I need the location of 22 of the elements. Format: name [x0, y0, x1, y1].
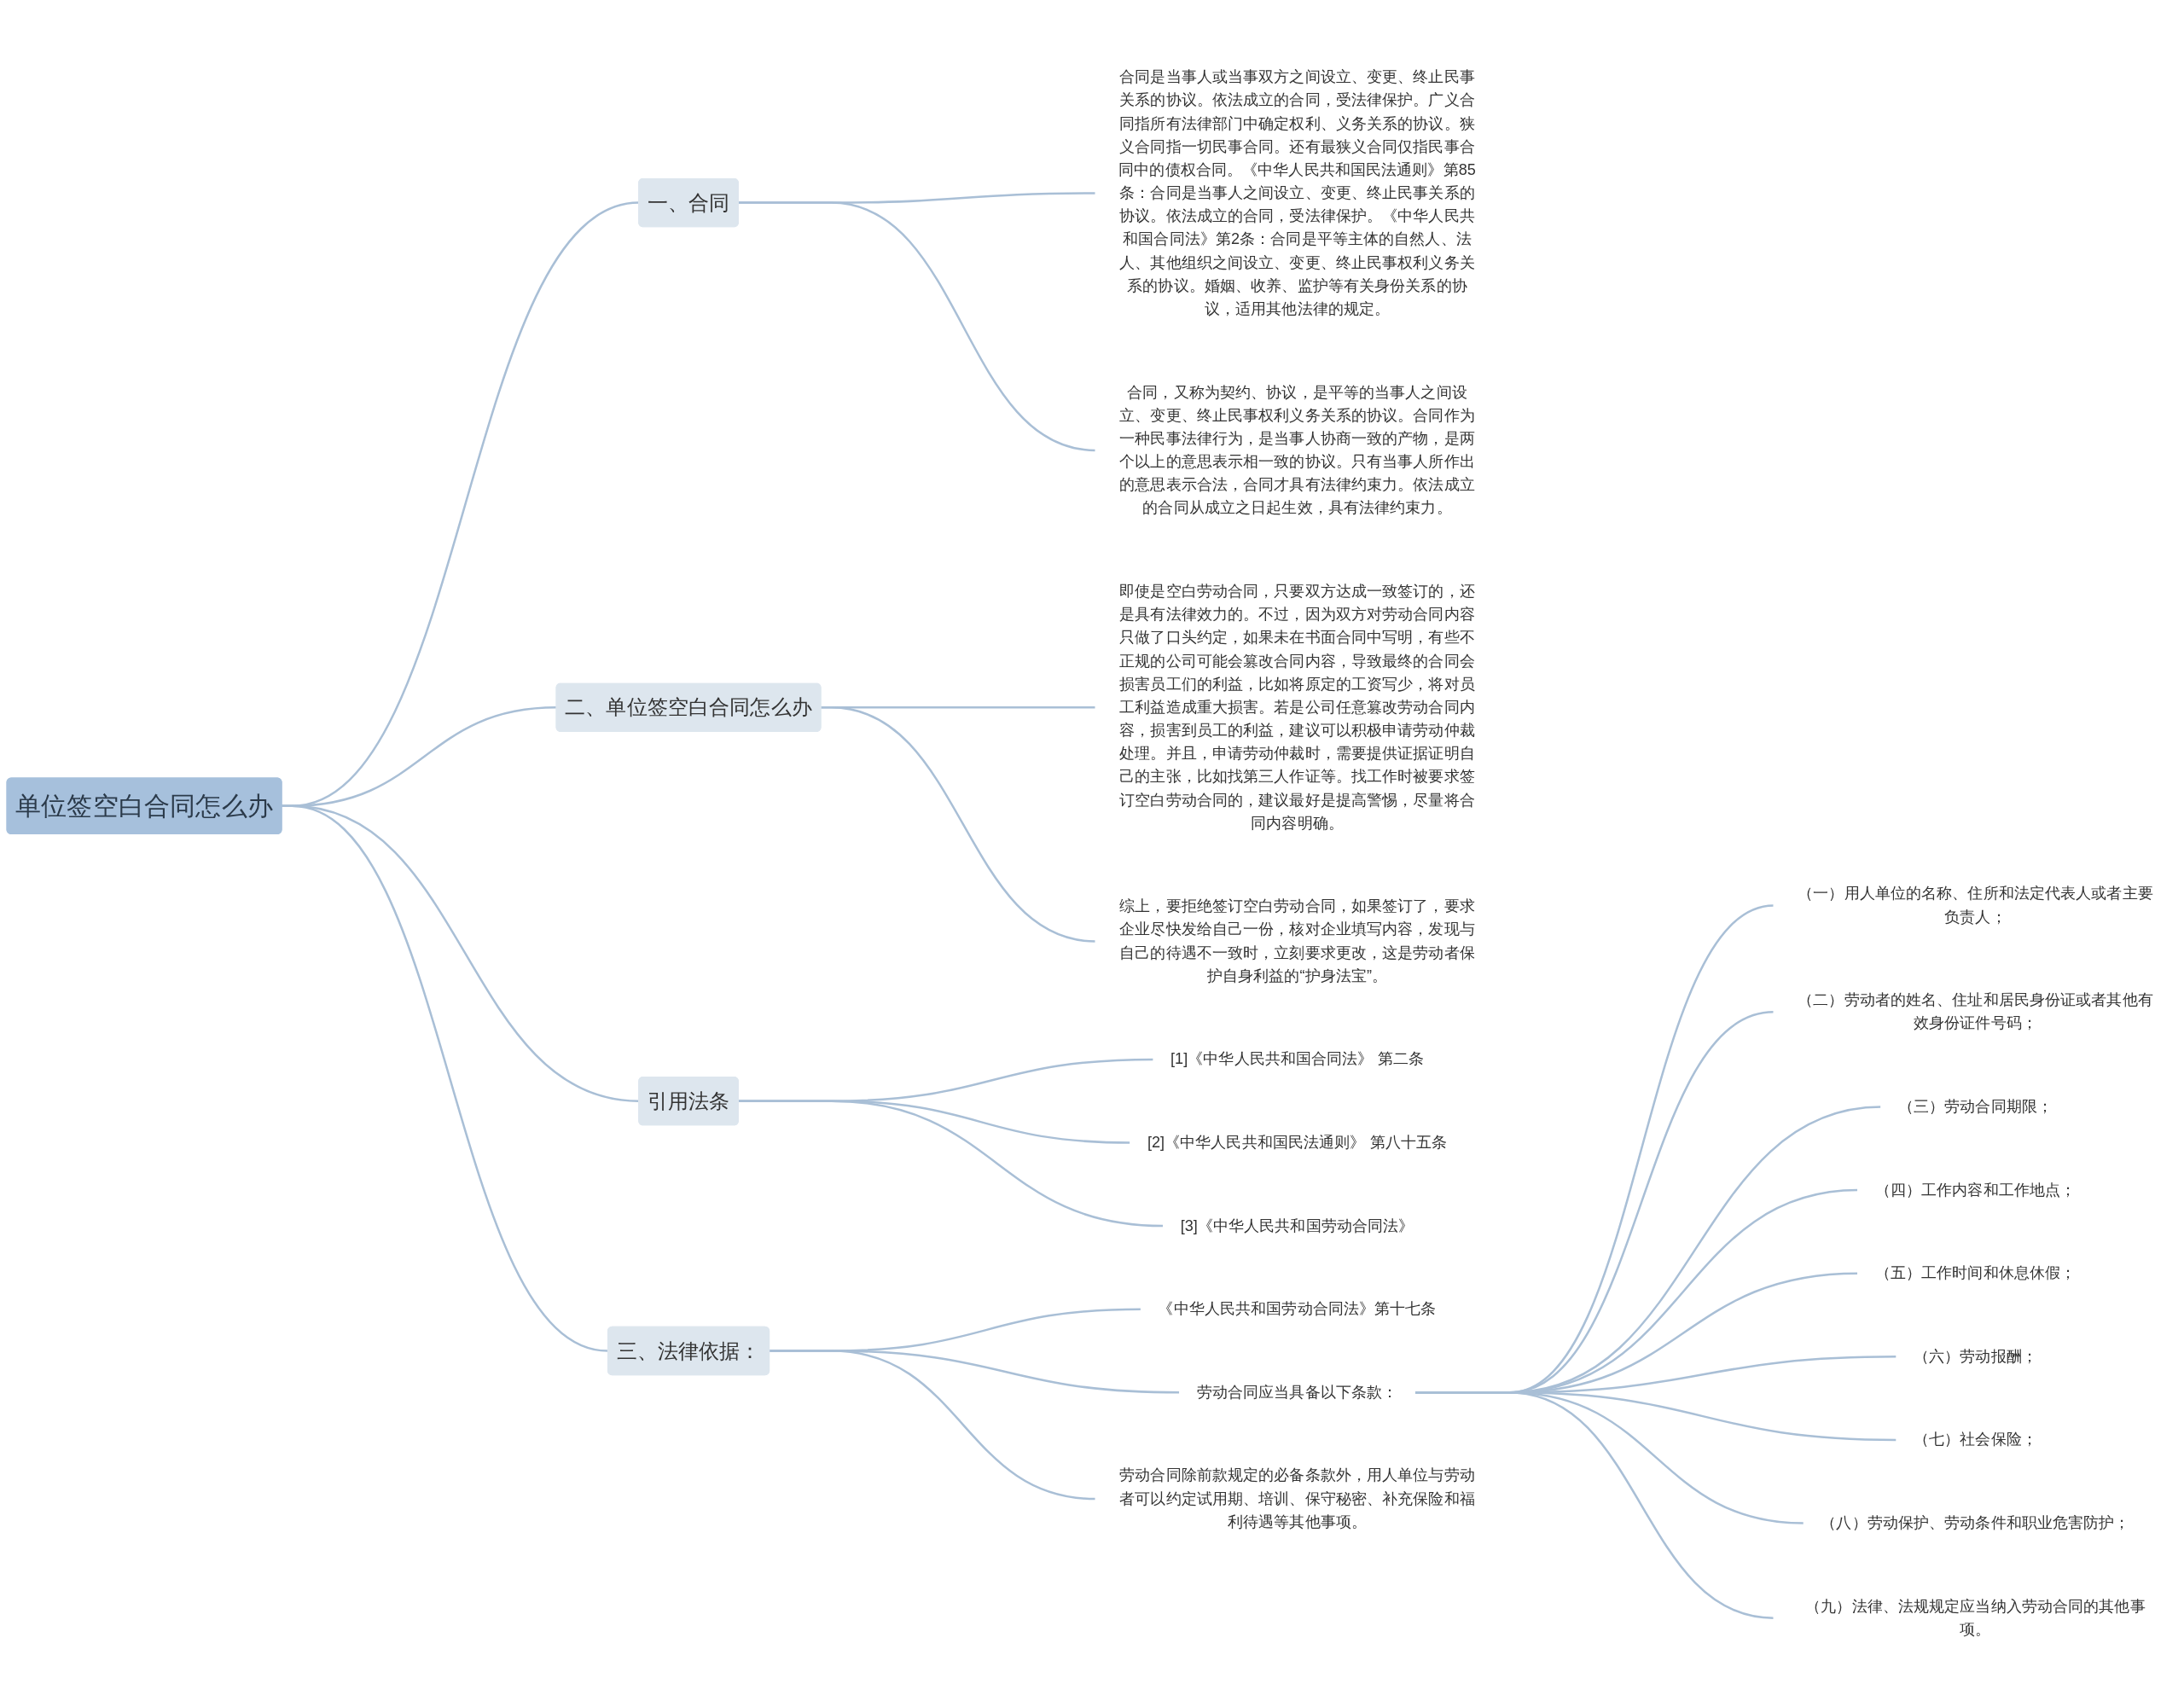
node-text: [3]《中华人民共和国劳动合同法》: [1180, 1216, 1414, 1234]
node-text: 合同，又称为契约、协议，是平等的当事人之间设立、变更、终止民事权利义务关系的协议。合同作为一种民事法律行为，是当事人协商一致的产物，是两个以上的意思表示相一致的协议。只有当事人所作出的意思表示合法，合同才具有法律约束力。依法成立的合同从成立之日起生效，具有法律约束力。: [1119, 383, 1475, 517]
node-text: （三）劳动合同期限；: [1897, 1097, 2053, 1116]
node-text: [2]《中华人民共和国民法通则》 第八十五条: [1147, 1133, 1448, 1152]
node-text: 即使是空白劳动合同，只要双方达成一致签订的，还是具有法律效力的。不过，因为双方对劳动合同内容只做了口头约定，如果未在书面合同中写明，有些不正规的公司可能会篡改合同内容，导致最终的合同会损害员工们的利益，比如将原定的工资写少，将对员工利益造成重大损害。若是公司任意篡改劳动合同内容，损害到员工的利益，建议可以积极申请劳动仲裁处理。并且，申请劳动仲裁时，需要提供证据证明自己的主张，比如找第三人作证等。找工作时被要求签订空白劳动合同的，建议最好是提高警惕，尽量将合同内容明确。: [1119, 582, 1475, 832]
node-text: 《中华人民共和国劳动合同法》第十七条: [1158, 1300, 1437, 1318]
node-text: （九）法律、法规规定应当纳入劳动合同的其他事项。: [1805, 1597, 2146, 1638]
node-text: （二）劳动者的姓名、住址和居民身份证或者其他有效身份证件号码；: [1798, 991, 2153, 1032]
node-text: （五）工作时间和休息休假；: [1874, 1264, 2077, 1282]
node-text: （八）劳动保护、劳动条件和职业危害防护；: [1821, 1513, 2130, 1532]
connector: [738, 1100, 1164, 1228]
node-text: 劳动合同应当具备以下条款：: [1196, 1383, 1398, 1401]
node-text: （四）工作内容和工作地点；: [1874, 1181, 2077, 1199]
node-text: [1]《中华人民共和国合同法》 第二条: [1170, 1050, 1424, 1068]
node-text: （一）用人单位的名称、住所和法定代表人或者主要负责人；: [1798, 885, 2153, 926]
node-text: 合同是当事人或当事双方之间设立、变更、终止民事关系的协议。依法成立的合同，受法律保护。广义合同指所有法律部门中确定权利、义务关系的协议。狭义合同指一切民事合同。还有最狭义合同仅指民事合同中的债权合同。《中华人民共和国民法通则》第85条：合同是当事人之间设立、变更、终止民事关系的协议。依法成立的合同，受法律保护。《中华人民共和国合同法》第2条：合同是平等主体的自然人、法人、其他组织之间设立、变更、终止民事权利义务关系的协议。婚姻、收养、监护等有关身份关系的协议，适用其他法律的规定。: [1118, 68, 1476, 317]
node-text: 劳动合同除前款规定的必备条款外，用人单位与劳动者可以约定试用期、培训、保守秘密、补充保险和福利待遇等其他事项。: [1119, 1466, 1475, 1530]
connector: [821, 706, 1096, 943]
node-text: 综上，要拒绝签订空白劳动合同，如果签订了，要求企业尽快发给自己一份，核对企业填写内容，发现与自己的待遇不一致时，立刻要求更改，这是劳动者保护自身利益的“护身法宝”。: [1119, 897, 1475, 984]
connector: [738, 201, 1096, 452]
node-text: （七）社会保险；: [1914, 1431, 2037, 1449]
node-text: （六）劳动报酬；: [1914, 1347, 2037, 1365]
